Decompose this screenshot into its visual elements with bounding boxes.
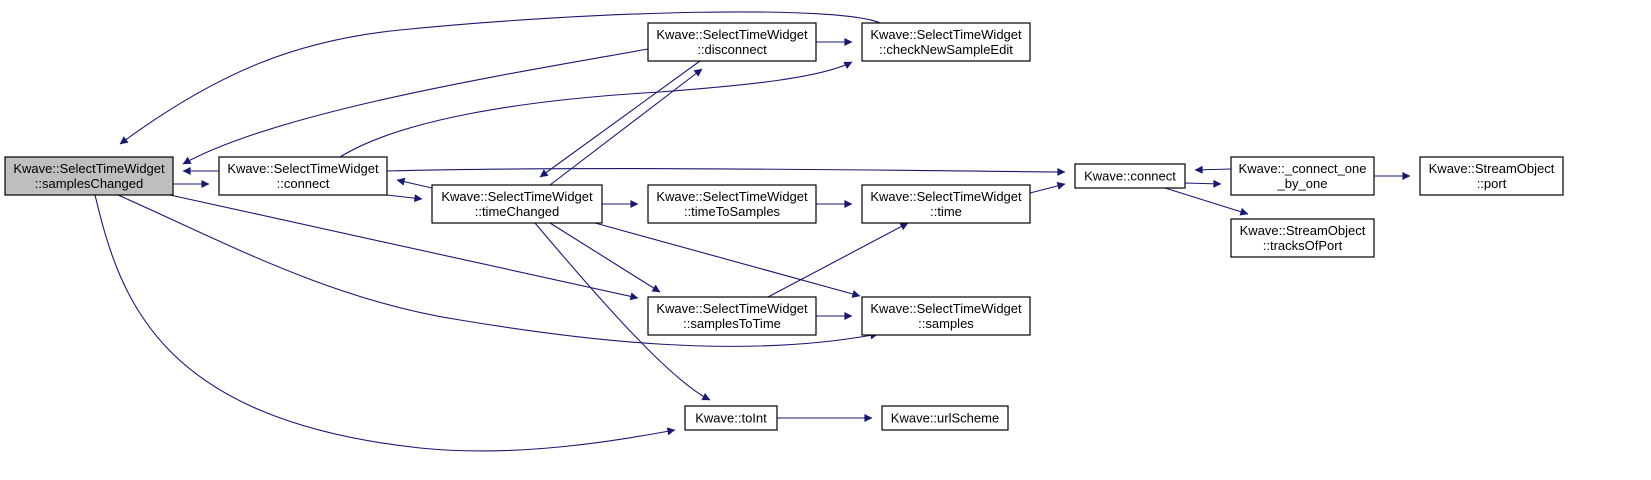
node-label-line1: Kwave::SelectTimeWidget [441, 189, 593, 204]
node-box [1230, 218, 1375, 258]
node-box [861, 184, 1031, 224]
node-samplesChanged[interactable]: Kwave::SelectTimeWidget::samplesChanged [4, 156, 174, 196]
node-label-line1: Kwave::SelectTimeWidget [870, 27, 1022, 42]
edges [94, 11, 1411, 452]
node-label-line1: Kwave::StreamObject [1240, 223, 1366, 238]
edge-connectOne-to-kconnect [1194, 165, 1232, 174]
edge-checkNewSampleEdit-to-samplesChanged [119, 11, 881, 145]
edge-samplesToTime-to-time [767, 222, 909, 298]
node-label-line2: ::tracksOfPort [1263, 238, 1343, 253]
node-urlScheme[interactable]: Kwave::urlScheme [881, 405, 1009, 431]
node-box [647, 22, 817, 62]
edge-connectW-to-checkNewSampleEdit [339, 61, 853, 158]
node-label-line1: Kwave::connect [1084, 169, 1176, 184]
edge-samplesChanged-to-samplesToTime [169, 194, 639, 301]
node-kconnect[interactable]: Kwave::connect [1074, 163, 1186, 189]
node-timeChanged[interactable]: Kwave::SelectTimeWidget::timeChanged [431, 184, 603, 224]
node-label-line1: Kwave::SelectTimeWidget [656, 189, 808, 204]
edge-samplesChanged-to-toInt [94, 194, 676, 452]
node-samplesToTime[interactable]: Kwave::SelectTimeWidget::samplesToTime [647, 296, 817, 336]
node-disconnect[interactable]: Kwave::SelectTimeWidget::disconnect [647, 22, 817, 62]
edge-time-to-kconnect [1029, 182, 1066, 194]
node-box [1419, 156, 1564, 196]
node-box [861, 22, 1031, 62]
edge-kconnect-to-connectOne [1184, 179, 1222, 188]
edge-timeChanged-to-toInt [534, 222, 711, 401]
edge-connectW-to-kconnect [386, 167, 1066, 176]
node-connectOne[interactable]: Kwave::_connect_one_by_one [1230, 156, 1375, 196]
node-label-line2: ::connect [277, 176, 330, 191]
node-timeToSamples[interactable]: Kwave::SelectTimeWidget::timeToSamples [647, 184, 817, 224]
node-label-line1: Kwave::StreamObject [1429, 161, 1555, 176]
edge-disconnect-to-timeChanged [539, 60, 701, 178]
node-label-line2: ::port [1477, 176, 1507, 191]
node-label-line2: ::samplesChanged [35, 176, 143, 191]
nodes: Kwave::SelectTimeWidget::samplesChangedK… [4, 22, 1564, 431]
node-label-line1: Kwave::SelectTimeWidget [227, 161, 379, 176]
node-label-line2: ::timeToSamples [684, 204, 781, 219]
node-box [647, 184, 817, 224]
node-label-line2: ::checkNewSampleEdit [879, 42, 1013, 57]
node-label-line1: Kwave::toInt [695, 411, 767, 426]
edge-timeChanged-to-connectW [396, 177, 433, 189]
edge-timeChanged-to-samples [594, 222, 861, 298]
node-label-line1: Kwave::SelectTimeWidget [870, 301, 1022, 316]
node-tracksOfPort[interactable]: Kwave::StreamObject::tracksOfPort [1230, 218, 1375, 258]
node-label-line2: ::timeChanged [475, 204, 560, 219]
node-label-line1: Kwave::urlScheme [891, 411, 999, 426]
node-label-line2: ::time [930, 204, 962, 219]
edge-timeChanged-to-samplesToTime [549, 222, 661, 293]
node-box [1074, 163, 1186, 189]
node-label-line2: ::disconnect [697, 42, 767, 57]
node-port[interactable]: Kwave::StreamObject::port [1419, 156, 1564, 196]
node-box [881, 405, 1009, 431]
node-box [4, 156, 174, 196]
node-label-line2: ::samples [918, 316, 974, 331]
node-label-line1: Kwave::SelectTimeWidget [656, 27, 808, 42]
node-label-line2: _by_one [1277, 176, 1328, 191]
node-box [218, 156, 388, 196]
node-box [431, 184, 603, 224]
edge-connectW-to-timeChanged [386, 194, 423, 203]
node-label-line1: Kwave::SelectTimeWidget [13, 161, 165, 176]
node-box [861, 296, 1031, 336]
node-label-line1: Kwave::SelectTimeWidget [870, 189, 1022, 204]
node-toInt[interactable]: Kwave::toInt [684, 405, 778, 431]
node-box [684, 405, 778, 431]
node-connectW[interactable]: Kwave::SelectTimeWidget::connect [218, 156, 388, 196]
node-box [1230, 156, 1375, 196]
edge-kconnect-to-tracksOfPort [1164, 187, 1249, 216]
node-samples[interactable]: Kwave::SelectTimeWidget::samples [861, 296, 1031, 336]
node-time[interactable]: Kwave::SelectTimeWidget::time [861, 184, 1031, 224]
node-box [647, 296, 817, 336]
node-label-line1: Kwave::SelectTimeWidget [656, 301, 808, 316]
edge-samplesChanged-to-samples [117, 194, 879, 347]
node-checkNewSampleEdit[interactable]: Kwave::SelectTimeWidget::checkNewSampleE… [861, 22, 1031, 62]
edge-disconnect-to-samplesChanged [182, 48, 649, 165]
node-label-line1: Kwave::_connect_one [1239, 161, 1367, 176]
node-label-line2: ::samplesToTime [683, 316, 781, 331]
edge-timeChanged-to-disconnect [549, 68, 703, 186]
